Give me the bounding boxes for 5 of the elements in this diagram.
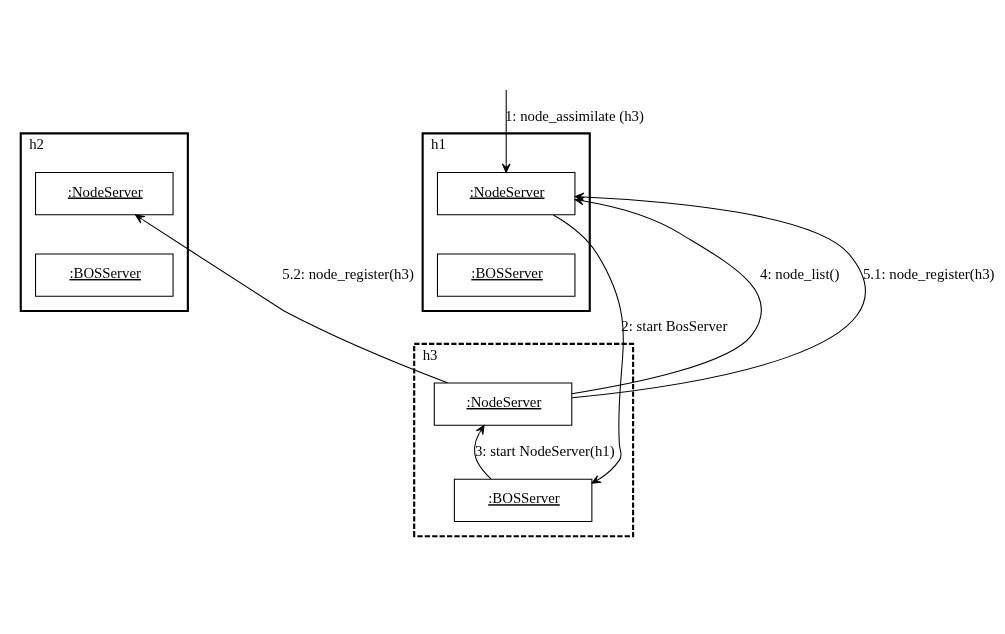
edge-label: 4: node_list() [760, 265, 840, 282]
edge-label: 2: start BosServer [621, 318, 728, 335]
edge-label: 5.2: node_register(h3) [282, 265, 414, 282]
edge-label: 5.1: node_register(h3) [862, 265, 995, 282]
edge-label: 3: start NodeServer(h1) [474, 443, 615, 460]
